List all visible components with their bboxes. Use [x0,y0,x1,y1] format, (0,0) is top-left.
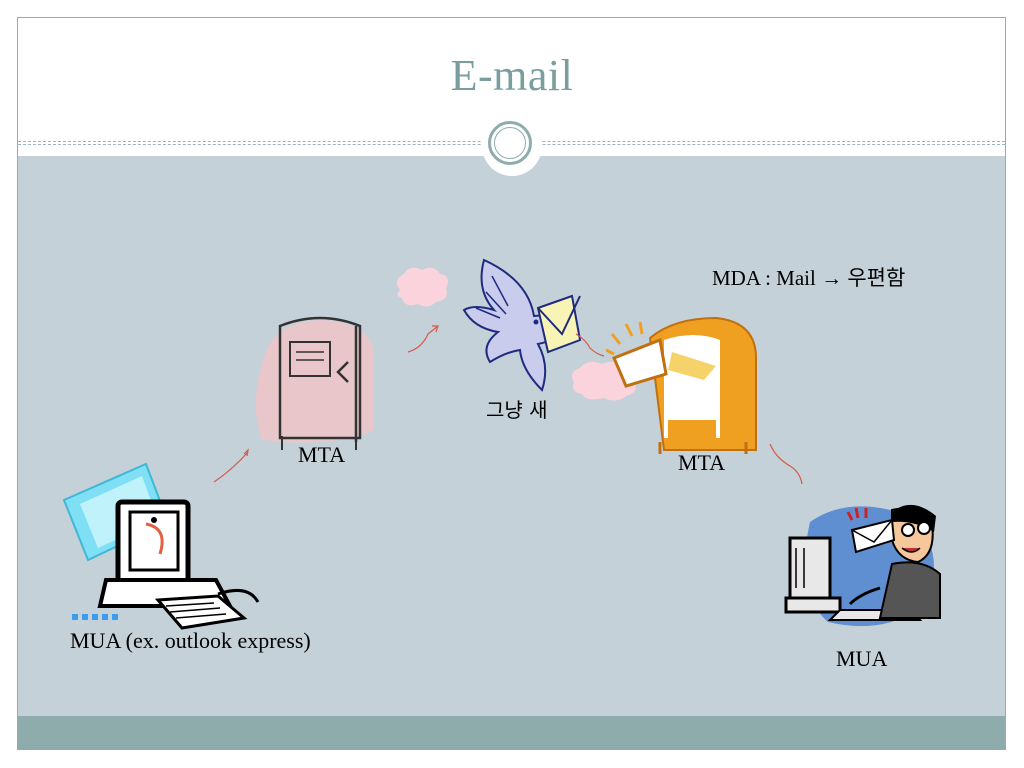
man-with-email-icon [784,504,941,627]
cloud-icon-1 [396,267,448,307]
mailbox-icon-right [606,316,757,454]
slide-title: E-mail [450,51,574,100]
arrow-mua-to-mta [213,451,249,483]
mda-note-label: MDA : Mail → 우편함 [712,266,906,290]
divider-ring-icon [488,121,532,165]
dove-with-letter-icon [462,258,582,392]
arrow-bird-to-mta [575,333,605,357]
mua-left-label: MUA (ex. outlook express) [70,628,311,653]
computer-user-icon [62,462,260,630]
arrow-mta-to-mua [769,443,803,485]
arrow-mta-to-bird [407,325,439,353]
mta-right-label: MTA [678,450,726,475]
mailbox-icon-left [255,316,374,450]
mua-right-label: MUA [836,646,888,671]
mta-left-label: MTA [298,442,346,467]
bird-label: 그냥 새 [486,398,548,422]
footer-bar [18,716,1005,750]
